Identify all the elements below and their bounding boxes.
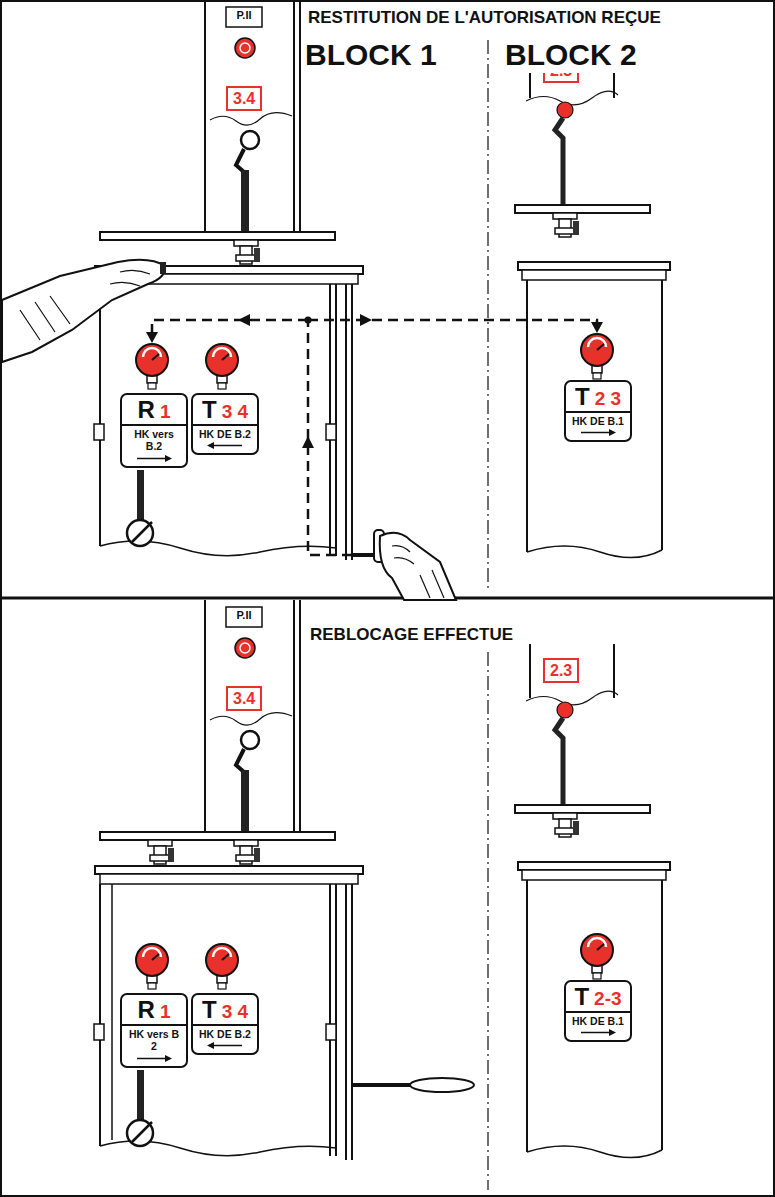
indicator-plate: R1HK vers B 2 [120, 993, 188, 1068]
direction-arrow [578, 1028, 618, 1037]
indicator-plate: T2 3HK DE B.1 [564, 380, 632, 442]
frame [487, 652, 488, 1190]
window-number: 3.4 [233, 90, 255, 107]
direction-arrow [205, 441, 245, 450]
hand-left [160, 262, 166, 274]
plate-label: P.II [228, 9, 260, 22]
dashed-transmission-path [238, 314, 250, 326]
number-window: 2.3 [543, 658, 579, 683]
direction-arrow [609, 1029, 616, 1036]
frame [0, 597, 775, 600]
plate-heading: R1 [122, 995, 186, 1024]
direction-arrow [137, 457, 167, 459]
illustration [515, 644, 670, 1158]
plate-letter: R [138, 996, 155, 1023]
plate-number: 2-3 [594, 988, 621, 1009]
plate-number: 2 3 [595, 388, 621, 409]
dashed-transmission-path [305, 317, 312, 324]
indicator-plate: T3 4HK DE B.2 [191, 993, 259, 1055]
plate-letter: R [138, 396, 155, 423]
plate-caption: HK vers B.2 [122, 424, 186, 452]
plate-number: 1 [160, 401, 171, 422]
window-number: 2.3 [550, 662, 572, 679]
hand-left [20, 270, 150, 340]
plate-number: 3 4 [222, 401, 248, 422]
crank-handle [112, 840, 474, 1140]
direction-arrow [581, 432, 611, 434]
plate-heading: R1 [122, 395, 186, 424]
plate-heading: T2 3 [566, 382, 630, 411]
dashed-transmission-path [360, 314, 372, 326]
crank-handle-hand [392, 546, 444, 598]
plate-heading: T3 4 [193, 995, 257, 1024]
window-number: 3.4 [233, 690, 255, 707]
heading-label: REBLOCAGE EFFECTUE [310, 625, 513, 645]
direction-arrow [137, 1057, 167, 1059]
hand-left [2, 260, 165, 362]
heading-label: BLOCK 2 [505, 38, 637, 73]
hand-left [2, 260, 166, 362]
direction-arrow [207, 1042, 214, 1049]
plate-caption: HK DE B.1 [566, 411, 630, 427]
indicator-plate: T2-3HK DE B.1 [564, 980, 632, 1042]
indicator-plate: R1HK vers B.2 [120, 393, 188, 468]
direction-arrow [205, 1041, 245, 1050]
crank-handle [410, 1078, 474, 1092]
dashed-transmission-path [302, 436, 314, 448]
plate-letter: T [202, 996, 217, 1023]
direction-arrow [134, 1054, 174, 1063]
plate-letter: T [575, 383, 590, 410]
indicator-plate: T3 4HK DE B.2 [191, 393, 259, 455]
direction-arrow [134, 454, 174, 463]
direction-arrow [581, 1032, 611, 1034]
direction-arrow [212, 1045, 242, 1047]
dashed-transmission-path [152, 320, 597, 555]
plate-number: 3 4 [222, 1001, 248, 1022]
number-window: 3.4 [226, 86, 262, 111]
plate-heading: T3 4 [193, 395, 257, 424]
frame [487, 40, 488, 592]
crank-handle [352, 1083, 410, 1087]
number-window: 3.4 [226, 686, 262, 711]
plate-caption: HK DE B.1 [566, 1011, 630, 1027]
direction-arrow [207, 442, 214, 449]
plate-letter: T [574, 983, 589, 1010]
crank-handle-hand [352, 530, 456, 600]
crank-handle-hand [380, 533, 456, 600]
plate-heading: T2-3 [566, 982, 630, 1011]
plate-letter: T [202, 396, 217, 423]
illustration [515, 44, 670, 558]
heading-label: BLOCK 1 [305, 38, 437, 73]
plate-caption: HK vers B 2 [122, 1024, 186, 1052]
direction-arrow [609, 429, 616, 436]
direction-arrow [165, 1055, 172, 1062]
direction-arrow [212, 445, 242, 447]
crank-handle [148, 840, 174, 864]
direction-arrow [578, 428, 618, 437]
dashed-transmission-path [146, 332, 158, 343]
plate-caption: HK DE B.2 [193, 424, 257, 440]
direction-arrow [165, 455, 172, 462]
dashed-transmission-path [146, 314, 603, 555]
dashed-transmission-path [591, 322, 603, 333]
illustration [94, 600, 363, 1160]
plate-caption: HK DE B.2 [193, 1024, 257, 1040]
heading-label: RESTITUTION DE L'AUTORISATION REÇUE [308, 8, 661, 28]
crank-handle [111, 884, 113, 1140]
plate-number: 1 [160, 1001, 171, 1022]
plate-label: P.II [228, 609, 260, 622]
